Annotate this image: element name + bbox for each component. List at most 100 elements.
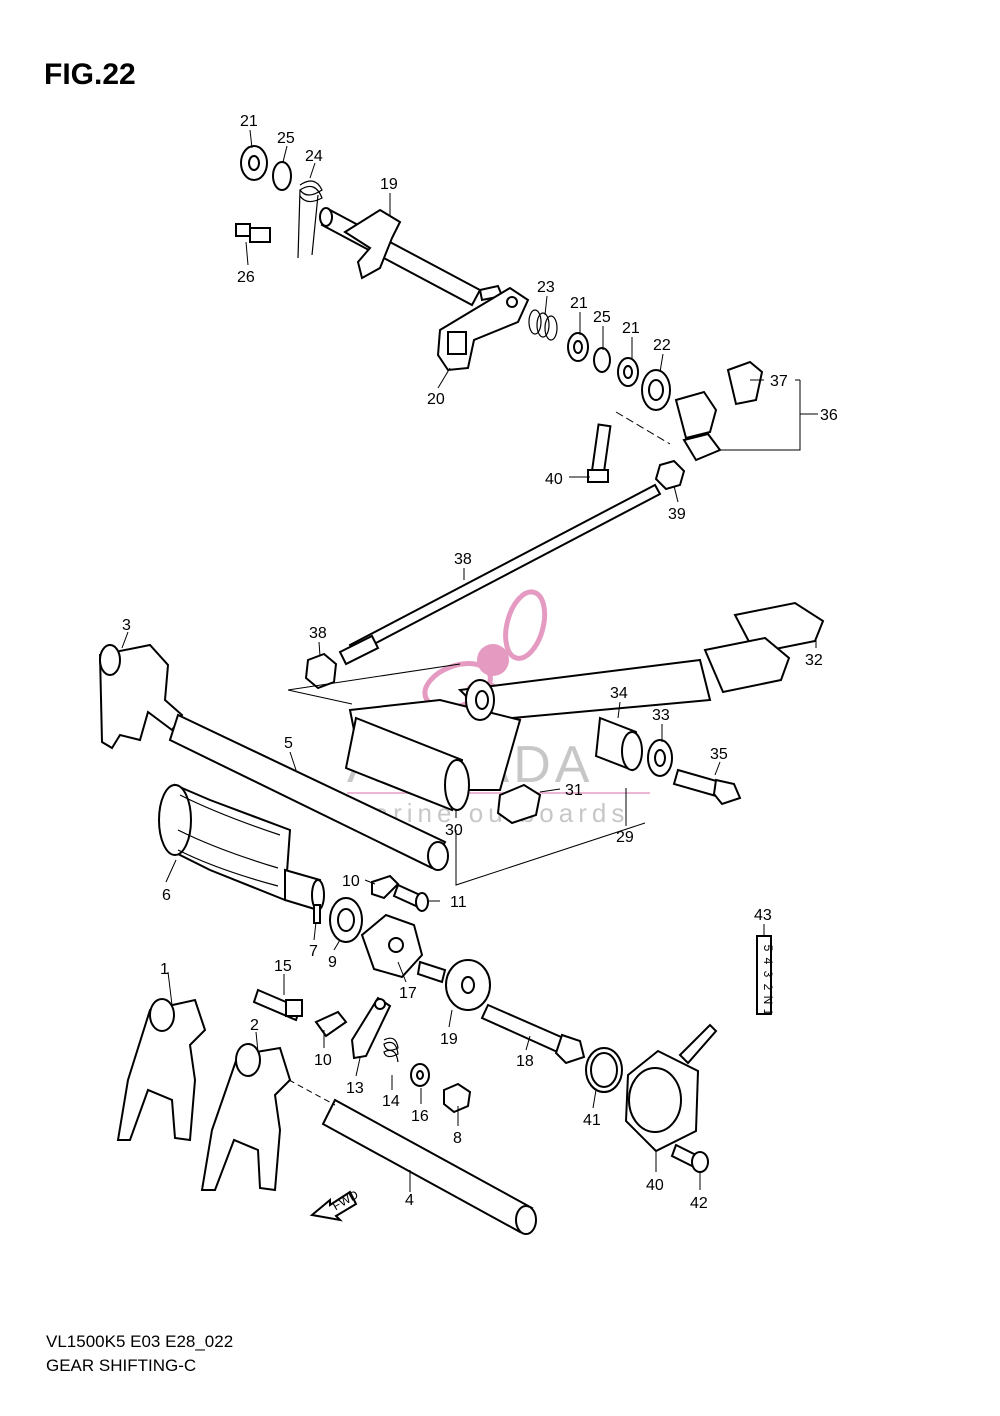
part-3-shift-fork [98,643,184,750]
part-12-stopper-arm [350,996,392,1060]
part-9-bearing [329,897,363,943]
part-33-bolt [672,768,742,806]
callout-31: 33 [652,707,670,724]
footer: VL1500K5 E03 E28_022 GEAR SHIFTING-C [46,1330,233,1378]
part-32-bushing [594,716,643,772]
part-21-washer-mid [567,332,589,362]
callout-15: 16 [411,1108,429,1125]
gear-position-2: 2 [761,984,775,991]
callout-37: 38 [309,625,327,642]
callout-43: 43 [754,907,772,924]
callout-19: 19 [380,176,398,193]
callout-34: 36 [820,407,838,424]
fwd-arrow-icon: FWD [309,1187,361,1222]
part-22-bearing [641,369,671,411]
callout-41: 41 [583,1112,601,1129]
callout-6: 6 [162,887,171,904]
part-11-screw [392,883,429,912]
part-24-spring [297,180,323,259]
callout-23: 23 [537,279,555,296]
model-code: VL1500K5 E03 E28_022 [46,1332,234,1351]
callout-29: 31 [565,782,583,799]
callout-14: 15 [274,958,292,975]
part-1-shift-fork [116,998,207,1142]
callout-12: 13 [346,1080,364,1097]
part-17-bolt [480,1003,586,1065]
part-23-spring [528,309,558,341]
part-2-shift-fork [200,1043,292,1192]
callout-35: 37 [770,373,788,390]
part-7-pin [313,904,321,924]
part-16-cam [360,913,424,979]
part-42-screw [670,1143,709,1173]
gear-position-4: 4 [761,958,775,965]
leader-lines [121,129,818,1192]
gear-indicator: 5 4 3 2 N 1 [756,935,775,1016]
part-39-bolt [587,423,612,483]
callout-40: 40 [646,1177,664,1194]
callout-5: 5 [284,735,293,752]
part-5-fork-shaft [168,713,449,871]
callout-21-right: 21 [622,320,640,337]
callout-13: 14 [382,1093,400,1110]
part-25-circlip-top [272,161,292,191]
callout-9: 9 [328,954,337,971]
part-6-shift-drum [158,783,325,912]
callout-3: 3 [122,617,131,634]
part-29-nut [496,783,542,825]
callout-25-mid: 25 [593,309,611,326]
callout-33: 35 [710,746,728,763]
callout-39: 40 [545,471,563,488]
callout-18: 19 [440,1031,458,1048]
part-14-bolt [252,988,303,1022]
callout-32: 34 [610,685,628,702]
part-38-nut [654,459,686,491]
callout-38: 39 [668,506,686,523]
part-13-spring [383,1037,399,1063]
part-31-washer [647,739,673,777]
callout-21: 21 [240,113,258,130]
callout-17: 18 [516,1053,534,1070]
gear-position-5: 5 [761,945,775,952]
callout-28: 30 [445,822,463,839]
callout-42: 42 [690,1195,708,1212]
callout-25: 25 [277,130,295,147]
part-10-plate-top [371,874,400,900]
part-35-joint-top [674,360,764,462]
part-15-washer [410,1063,430,1087]
part-26-bolt [235,223,271,243]
callout-11: 11 [450,894,467,911]
callout-20: 20 [427,391,445,408]
callout-36: 38 [454,551,472,568]
part-21-washer-top [240,145,268,181]
part-18-cam-stopper [416,959,491,1011]
callout-2: 2 [250,1017,259,1034]
part-28-rubber-grip [344,716,470,812]
gear-position-n: N [761,996,775,1005]
callouts: 21 25 24 19 26 20 23 21 25 21 22 37 36 4… [122,113,838,1212]
callout-22: 22 [653,337,671,354]
callout-4: 4 [405,1192,414,1209]
gear-position-1: 1 [761,1009,775,1016]
callout-27: 29 [616,829,634,846]
part-36-rod [338,483,662,666]
callout-21-mid: 21 [570,295,588,312]
callout-24: 24 [305,148,323,165]
callout-8: 8 [453,1130,462,1147]
callout-7: 7 [309,943,318,960]
part-4-fork-shaft [321,1098,537,1235]
callout-26: 26 [237,269,255,286]
part-41-o-ring [585,1047,623,1093]
gear-position-3: 3 [761,971,775,978]
part-21-washer-right [617,357,639,387]
part-30-pedal [457,601,825,722]
part-37-nut [304,652,338,690]
callout-1: 1 [160,961,169,978]
callout-10-top: 10 [342,873,360,890]
callout-16: 17 [399,985,417,1002]
part-10-plate-bottom [314,1010,348,1038]
callout-30: 32 [805,652,823,669]
callout-10-bottom: 10 [314,1052,332,1069]
part-19-shift-shaft [319,207,504,307]
